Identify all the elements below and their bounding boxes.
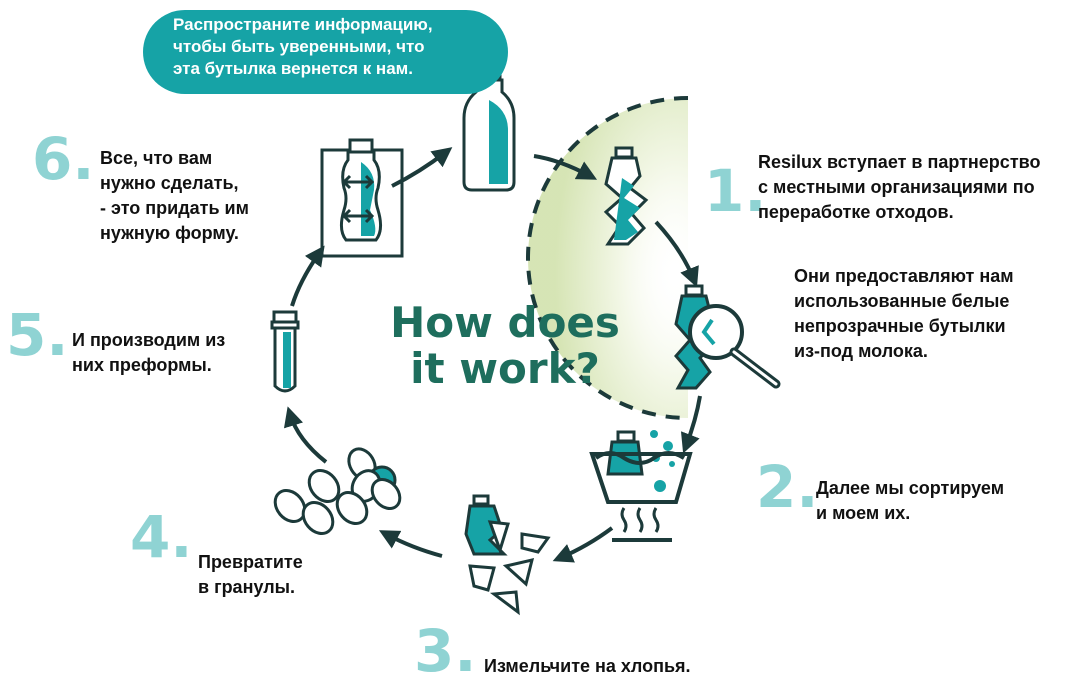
- callout-text: Распространите информацию, чтобы быть ув…: [173, 14, 503, 80]
- blow-mold-icon: [320, 138, 404, 258]
- step-line: И производим из: [72, 330, 226, 350]
- step-3-text: Измельчите на хлопья.: [484, 654, 764, 679]
- callout-line: эта бутылка вернется к нам.: [173, 59, 413, 78]
- preform-icon: [270, 310, 300, 393]
- step-line: и моем их.: [816, 503, 911, 523]
- step-line: Превратите: [198, 552, 303, 572]
- arrow-icon: [283, 147, 702, 563]
- step-1-text: Resilux вступает в партнерство с местным…: [758, 150, 1076, 225]
- crushed-bottle-icon: [603, 146, 649, 246]
- step-line: - это придать им: [100, 198, 249, 218]
- step-4-text: Превратите в гранулы.: [198, 550, 358, 600]
- flakes-icon: [464, 494, 551, 616]
- step-line: с местными организациями по: [758, 177, 1035, 197]
- title-line: it work?: [410, 344, 600, 393]
- step-number-4: 4.: [130, 503, 193, 571]
- wash-basin-icon: [589, 430, 693, 542]
- step-line: использованные белые: [794, 291, 1010, 311]
- step-5-text: И производим из них преформы.: [72, 328, 272, 378]
- callout-line: чтобы быть уверенными, что: [173, 37, 425, 56]
- step-number-1: 1.: [704, 157, 767, 225]
- diagram-title: How does it work?: [380, 300, 630, 392]
- step-line: переработке отходов.: [758, 202, 954, 222]
- step-line: из-под молока.: [794, 341, 928, 361]
- glow-half-circle: [526, 96, 689, 420]
- step-line: Далее мы сортируем: [816, 478, 1005, 498]
- step-number-3: 3.: [414, 617, 477, 685]
- step-1b-text: Они предоставляют нам использованные бел…: [794, 264, 1064, 364]
- step-line: нужную форму.: [100, 223, 239, 243]
- step-line: них преформы.: [72, 355, 212, 375]
- step-line: в гранулы.: [198, 577, 296, 597]
- title-line: How does: [390, 298, 620, 347]
- callout-bubble: [143, 10, 508, 94]
- step-line: Все, что вам: [100, 148, 213, 168]
- step-6-text: Все, что вам нужно сделать, - это придат…: [100, 146, 300, 246]
- step-line: Они предоставляют нам: [794, 266, 1014, 286]
- callout-line: Распространите информацию,: [173, 15, 433, 34]
- step-line: Resilux вступает в партнерство: [758, 152, 1041, 172]
- step-number-5: 5.: [6, 301, 69, 369]
- step-2-text: Далее мы сортируем и моем их.: [816, 476, 1066, 526]
- step-number-2: 2.: [756, 453, 819, 521]
- step-line: Измельчите на хлопья.: [484, 656, 691, 676]
- step-line: непрозрачные бутылки: [794, 316, 1006, 336]
- step-line: нужно сделать,: [100, 173, 239, 193]
- pellets-icon: [273, 447, 402, 535]
- magnifier-icon: [674, 284, 781, 390]
- step-number-6: 6.: [32, 125, 95, 193]
